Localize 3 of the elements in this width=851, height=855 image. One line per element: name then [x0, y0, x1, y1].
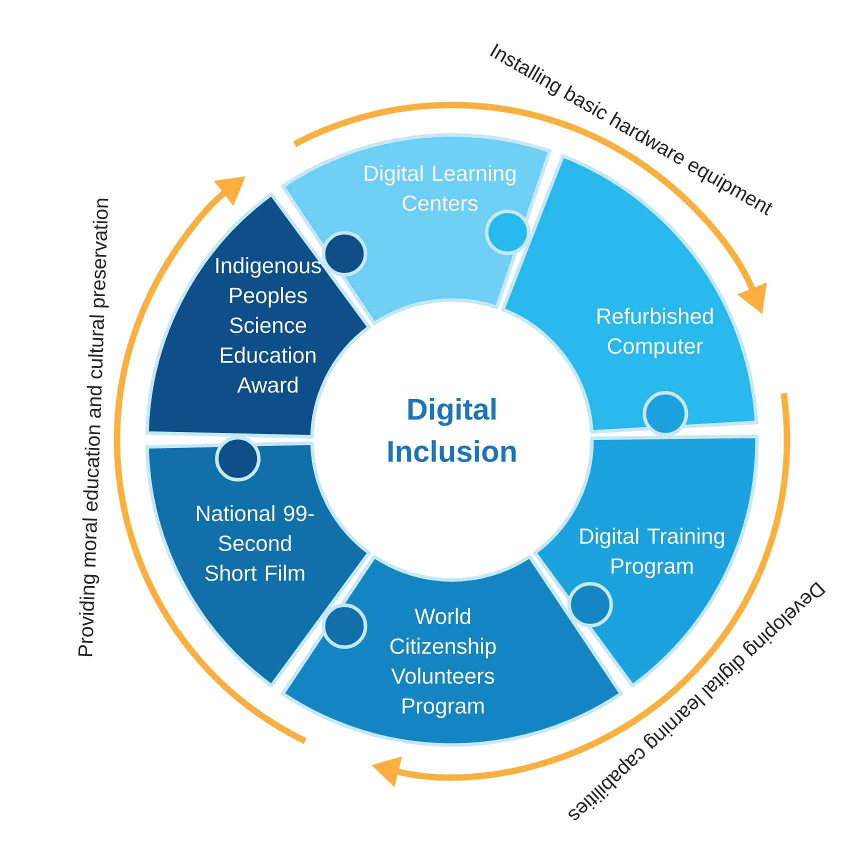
- puzzle-piece: Indigenous Peoples Science Education Award: [145, 192, 371, 482]
- cycle-label: Providing moral education and cultural preservation: [78, 198, 109, 656]
- puzzle-piece: National 99-Second Short Film: [145, 441, 371, 688]
